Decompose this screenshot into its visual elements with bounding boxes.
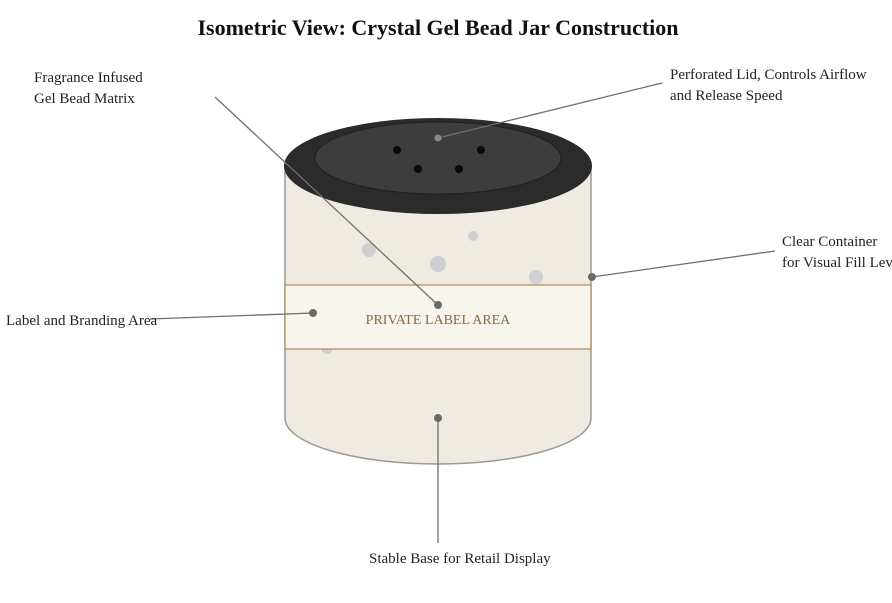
leader-branding	[149, 312, 314, 320]
callout-fragrance-line-2: Gel Bead Matrix	[34, 91, 135, 107]
callout-container-line-1: Clear Container	[782, 234, 877, 250]
callout-base: Stable Base for Retail Display	[369, 551, 551, 567]
callout-branding-line-1: Label and Branding Area	[6, 313, 158, 329]
label-band-text: PRIVATE LABEL AREA	[366, 313, 512, 328]
leader-lines	[149, 82, 776, 543]
leader-lid	[437, 82, 663, 139]
lid-hole	[477, 146, 485, 154]
callout-lid-line-2: and Release Speed	[670, 88, 783, 104]
gel-bead	[529, 270, 543, 284]
callout-branding: Label and Branding Area	[6, 313, 158, 329]
lid-hole	[414, 165, 422, 173]
callout-container-line-2: for Visual Fill Level	[782, 255, 892, 271]
leader-container	[591, 250, 776, 278]
callout-container: Clear Container for Visual Fill Level	[782, 234, 892, 271]
gel-bead	[362, 243, 376, 257]
gel-bead	[468, 231, 478, 241]
gel-bead	[430, 256, 446, 272]
callout-labels: Fragrance Infused Gel Bead Matrix Perfor…	[6, 67, 892, 567]
leader-dot-fragrance	[434, 301, 442, 309]
callout-lid-line-1: Perforated Lid, Controls Airflow	[670, 67, 867, 83]
lid-top	[314, 121, 562, 195]
label-band	[284, 284, 592, 350]
perforated-lid	[284, 118, 592, 214]
leader-dot-base	[434, 414, 442, 422]
lid-hole	[393, 146, 401, 154]
callout-fragrance: Fragrance Infused Gel Bead Matrix	[34, 70, 146, 107]
callout-lid: Perforated Lid, Controls Airflow and Rel…	[670, 67, 870, 104]
leader-dot-container	[588, 273, 596, 281]
leader-dot-branding	[309, 309, 317, 317]
callout-fragrance-line-1: Fragrance Infused	[34, 70, 143, 86]
diagram-title: Isometric View: Crystal Gel Bead Jar Con…	[197, 15, 678, 40]
jar: PRIVATE LABEL AREA	[284, 118, 592, 465]
lid-hole	[455, 165, 463, 173]
leader-dot-lid	[434, 134, 442, 142]
callout-base-line-1: Stable Base for Retail Display	[369, 551, 551, 567]
leader-fragrance	[214, 96, 439, 306]
